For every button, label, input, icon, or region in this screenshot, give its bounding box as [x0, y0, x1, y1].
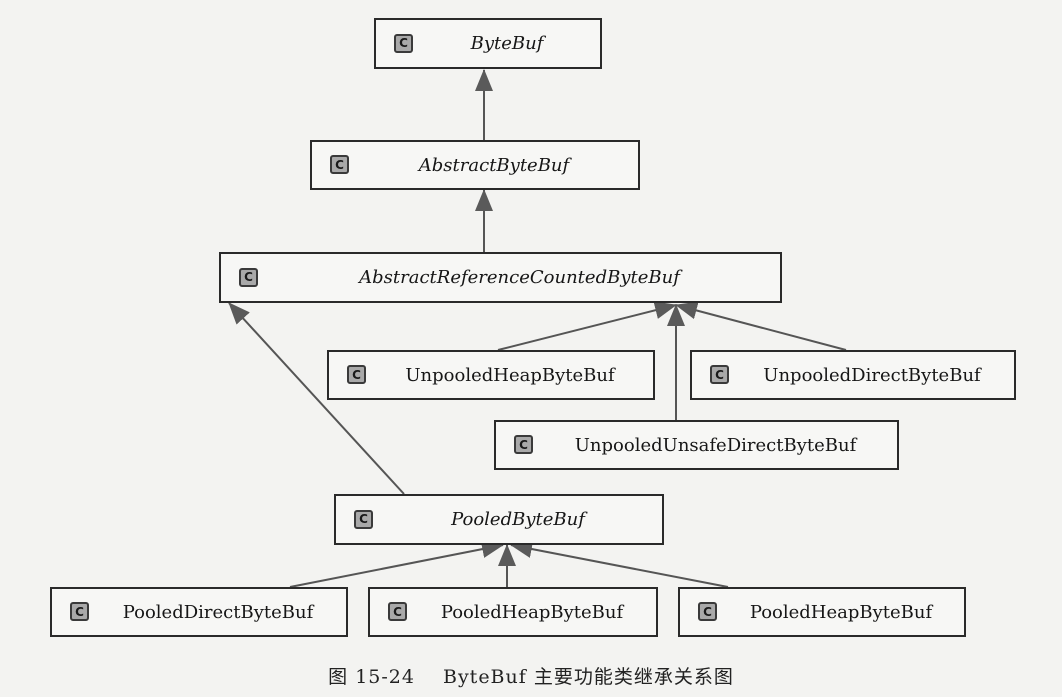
class-icon: C [394, 33, 413, 53]
class-node-pooled-heap-bytebuf: C PooledHeapByteBuf [368, 587, 658, 637]
class-node-abstract-reference-counted-bytebuf: C AbstractReferenceCountedByteBuf [219, 252, 782, 303]
class-node-unpooled-heap-bytebuf: C UnpooledHeapByteBuf [327, 350, 655, 400]
class-icon: C [354, 509, 373, 529]
class-node-unpooled-unsafe-direct-bytebuf: C UnpooledUnsafeDirectByteBuf [494, 420, 899, 470]
class-name: UnpooledHeapByteBuf [405, 364, 615, 386]
arrow-unpooledheap-to-abstractref [497, 301, 677, 351]
class-name: UnpooledUnsafeDirectByteBuf [574, 434, 857, 456]
arrow-pooled-to-abstractref [228, 302, 405, 495]
class-node-unpooled-direct-bytebuf: C UnpooledDirectByteBuf [690, 350, 1016, 400]
class-node-bytebuf: C ByteBuf [374, 18, 602, 69]
class-name: PooledByteBuf [451, 509, 585, 530]
class-name: PooledDirectByteBuf [122, 601, 314, 623]
arrow-unpooleddirect-to-abstractref [675, 301, 847, 351]
class-name: ByteBuf [470, 33, 544, 54]
class-icon: C [710, 365, 729, 384]
class-name: PooledHeapByteBuf [749, 601, 933, 623]
class-icon: C [330, 155, 349, 174]
class-name: PooledHeapByteBuf [440, 601, 624, 623]
class-icon: C [70, 602, 89, 621]
class-icon: C [347, 365, 366, 384]
arrow-pooleddirect-to-pooled [289, 540, 504, 588]
class-name: UnpooledDirectByteBuf [763, 364, 981, 386]
class-node-abstract-bytebuf: C AbstractByteBuf [310, 140, 640, 190]
class-icon: C [698, 602, 717, 621]
arrow-pooledheap2-to-pooled [510, 540, 729, 588]
class-node-pooled-bytebuf: C PooledByteBuf [334, 494, 664, 545]
figure-caption: 图 15-24 ByteBuf 主要功能类继承关系图 [0, 662, 1062, 689]
class-node-pooled-heap-bytebuf-2: C PooledHeapByteBuf [678, 587, 966, 637]
class-name: AbstractReferenceCountedByteBuf [359, 267, 680, 288]
class-name: AbstractByteBuf [418, 154, 570, 176]
class-icon: C [514, 435, 533, 454]
class-node-pooled-direct-bytebuf: C PooledDirectByteBuf [50, 587, 348, 637]
class-icon: C [239, 267, 258, 287]
figure-caption-text: ByteBuf 主要功能类继承关系图 [442, 666, 734, 688]
class-icon: C [388, 602, 407, 621]
figure-number: 图 15-24 [328, 666, 415, 688]
